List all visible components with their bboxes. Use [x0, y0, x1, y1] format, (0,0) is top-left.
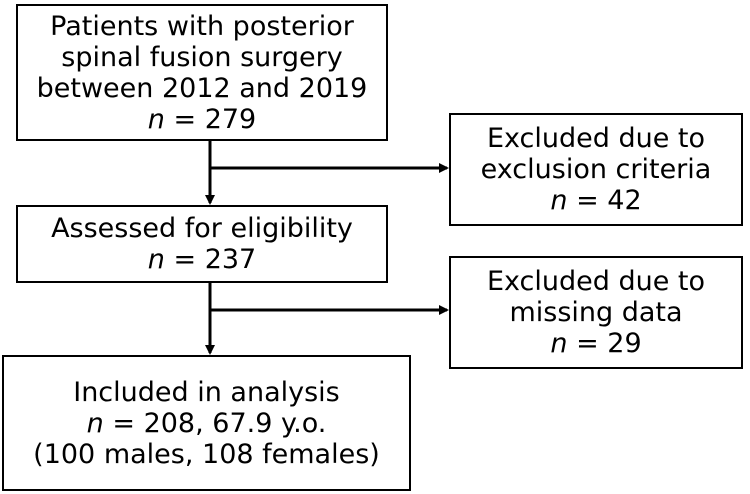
excluded-missing-count-line: n = 29: [550, 328, 641, 359]
excluded-missing-line-2: missing data: [509, 297, 683, 328]
n-symbol: n: [86, 407, 104, 439]
included-line-1: Included in analysis: [73, 376, 340, 408]
excluded-criteria-count: = 42: [576, 185, 642, 216]
excluded-criteria-line-1: Excluded due to: [486, 123, 706, 154]
assessed-line-1: Assessed for eligibility: [51, 213, 353, 244]
patients-count-line: n = 279: [148, 104, 256, 135]
n-symbol: n: [550, 185, 568, 216]
excluded-criteria-line-2: exclusion criteria: [480, 154, 712, 185]
patients-line-1: Patients with posterior: [50, 10, 354, 42]
excluded-missing-line-1: Excluded due to: [486, 266, 706, 297]
n-symbol: n: [147, 244, 165, 275]
n-symbol: n: [147, 103, 165, 135]
included-line-3: (100 males, 108 females): [33, 438, 380, 470]
included-count-line: n = 208, 67.9 y.o.: [87, 408, 327, 439]
assessed-box: Assessed for eligibility n = 237: [16, 205, 388, 283]
n-symbol: n: [550, 328, 568, 359]
excluded-criteria-box: Excluded due to exclusion criteria n = 4…: [449, 113, 743, 226]
included-box: Included in analysis n = 208, 67.9 y.o. …: [2, 355, 411, 491]
excluded-criteria-count-line: n = 42: [550, 185, 641, 216]
assessed-count: = 237: [173, 244, 257, 275]
patients-box: Patients with posterior spinal fusion su…: [16, 4, 388, 141]
excluded-missing-count: = 29: [576, 328, 642, 359]
patients-line-3: between 2012 and 2019: [36, 72, 368, 104]
patients-line-2: spinal fusion surgery: [61, 41, 343, 73]
assessed-count-line: n = 237: [148, 244, 256, 275]
patients-count: = 279: [173, 103, 257, 135]
excluded-missing-box: Excluded due to missing data n = 29: [449, 256, 743, 369]
included-count: = 208, 67.9 y.o.: [112, 407, 327, 439]
